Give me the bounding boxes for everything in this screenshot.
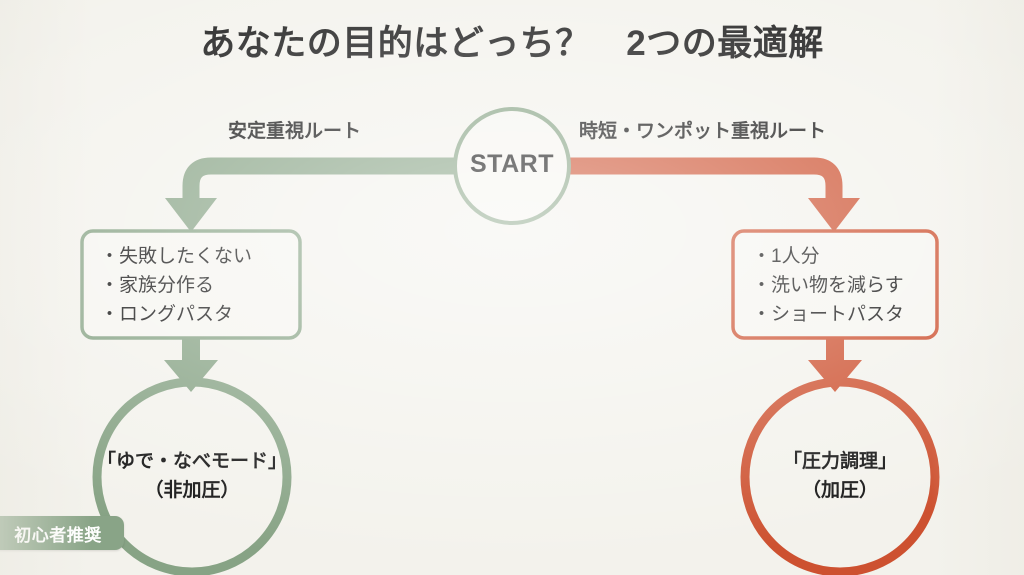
arrowhead-right-criteria [808, 198, 860, 232]
list-item: ・失敗したくない [100, 246, 253, 267]
result-label-right-line2: （加圧） [801, 479, 878, 501]
list-item: ・洗い物を減らす [752, 274, 904, 296]
list-item: ・ショートパスタ [752, 303, 905, 325]
start-node-label: START [470, 150, 554, 178]
route-label-left: 安定重視ルート [228, 121, 362, 142]
arrowhead-left-criteria [165, 198, 217, 232]
edge-start-to-right-criteria [566, 157, 843, 201]
result-label-left-line1: 「ゆで・なべモード」 [96, 451, 287, 472]
result-label-right-line1: 「圧力調理」 [782, 451, 897, 472]
page-title: あなたの目的はどっち？ 2つの最適解 [200, 24, 824, 63]
criteria-list-right: ・1人分 ・洗い物を減らす ・ショートパスタ [752, 243, 904, 330]
list-item: ・家族分作る [100, 274, 215, 296]
list-item: ・1人分 [752, 246, 820, 267]
result-label-right: 「圧力調理」 （加圧） [742, 448, 938, 505]
beginner-recommended-badge: 初心者推奨 [0, 516, 124, 550]
result-label-left: 「ゆで・なべモード」 （非加圧） [92, 448, 292, 505]
edge-start-to-left-criteria [182, 157, 460, 201]
criteria-list-left: ・失敗したくない ・家族分作る ・ロングパスタ [100, 243, 252, 330]
result-label-left-line2: （非加圧） [144, 479, 240, 501]
route-label-right: 時短・ワンポット重視ルート [579, 121, 827, 142]
list-item: ・ロングパスタ [100, 303, 234, 325]
